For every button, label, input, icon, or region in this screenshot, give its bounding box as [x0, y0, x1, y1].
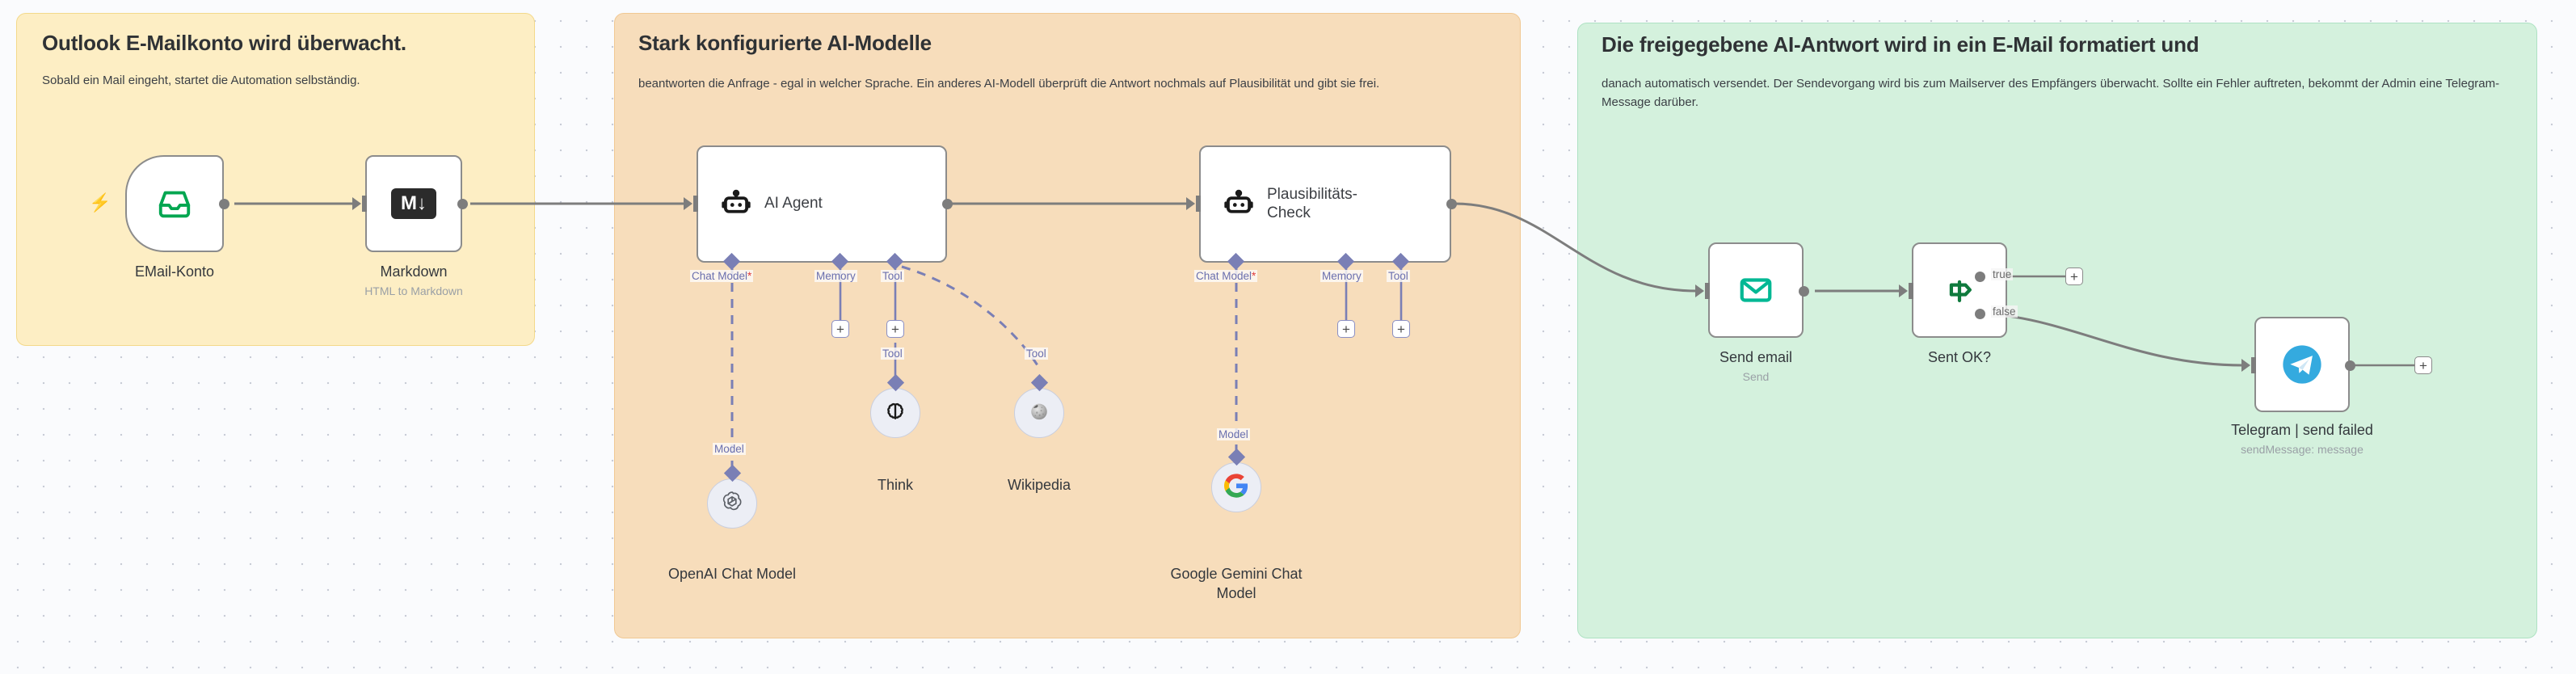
node-telegram-label: Telegram | send failed: [2231, 422, 2373, 438]
telegram-icon: [2280, 343, 2324, 386]
group-email-title: Die freigegebene AI-Antwort wird in ein …: [1602, 32, 2199, 57]
subnode-wikipedia-label: Wikipedia: [1007, 477, 1071, 493]
subnode-openai-chat-model[interactable]: [707, 478, 757, 529]
node-sent-ok-output-true-port[interactable]: [1975, 272, 1985, 282]
ai-agent-memory-add-button[interactable]: +: [831, 320, 849, 338]
group-outlook-description: Sobald ein Mail eingeht, startet die Aut…: [42, 74, 360, 87]
chat-model-text: Chat Model: [692, 270, 748, 282]
plausibility-input-arrow: [1186, 197, 1195, 210]
node-plausibility-check-title: Plausibilitäts- Check: [1267, 186, 1357, 223]
ai-agent-tool-label: Tool: [881, 270, 904, 282]
group-ai-description: beantworten die Anfrage - egal in welche…: [638, 77, 1380, 91]
think-tool-label: Tool: [881, 348, 904, 360]
node-telegram[interactable]: [2254, 317, 2350, 412]
markdown-input-arrow: [352, 197, 361, 210]
node-email-konto-label: EMail-Konto: [134, 263, 215, 280]
sent-ok-input-arrow: [1899, 284, 1908, 297]
subnode-gemini-label-line1: Google Gemini Chat: [1170, 566, 1303, 582]
node-telegram-input-port[interactable]: [2251, 357, 2256, 373]
node-sent-ok-label: Sent OK?: [1927, 349, 1992, 365]
node-ai-agent-output-port[interactable]: [942, 199, 953, 209]
node-telegram-output-port[interactable]: [2345, 360, 2355, 371]
plausibility-tool-label: Tool: [1387, 270, 1410, 282]
node-sent-ok-output-false-port[interactable]: [1975, 309, 1985, 319]
subnode-gemini-label-line2: Model: [1216, 585, 1256, 601]
subnode-openai-chat-model-label: OpenAI Chat Model: [667, 566, 797, 582]
telegram-add-button[interactable]: +: [2414, 356, 2432, 374]
group-ai-title: Stark konfigurierte AI-Modelle: [638, 31, 932, 55]
send-email-input-arrow: [1695, 284, 1704, 297]
node-markdown-label: Markdown: [380, 263, 448, 280]
required-asterisk: *: [747, 270, 752, 282]
openai-icon: [719, 489, 745, 519]
node-send-email-output-port[interactable]: [1799, 286, 1809, 297]
sent-ok-true-add-button[interactable]: +: [2065, 267, 2083, 285]
google-icon: [1224, 473, 1248, 502]
node-sent-ok[interactable]: [1912, 242, 2007, 338]
node-send-email-label: Send email: [1719, 349, 1793, 365]
telegram-input-arrow: [2241, 359, 2250, 372]
wikipedia-tool-label: Tool: [1025, 348, 1048, 360]
required-asterisk: *: [1252, 270, 1256, 282]
signpost-icon: [1942, 272, 1977, 308]
group-outlook-title: Outlook E-Mailkonto wird überwacht.: [42, 31, 406, 55]
node-plausibility-check[interactable]: Plausibilitäts- Check: [1199, 145, 1451, 263]
ai-agent-chat-model-label: Chat Model*: [690, 270, 754, 282]
wikipedia-icon: [1029, 401, 1050, 426]
brain-icon: [883, 399, 907, 428]
node-send-email[interactable]: [1708, 242, 1804, 338]
openai-model-label: Model: [713, 443, 746, 455]
inbox-icon: [156, 185, 193, 222]
group-email-description: danach automatisch versendet. Der Sendev…: [1602, 77, 2500, 110]
group-ai[interactable]: [614, 13, 1521, 638]
node-markdown[interactable]: M↓: [365, 155, 462, 252]
markdown-icon: M↓: [391, 188, 436, 219]
node-plausibility-input-port[interactable]: [1196, 196, 1201, 212]
sent-ok-false-label: false: [1991, 305, 2018, 318]
plausibility-memory-label: Memory: [1320, 270, 1363, 282]
node-email-konto[interactable]: [125, 155, 224, 252]
node-ai-agent-input-port[interactable]: [693, 196, 698, 212]
subnode-google-gemini-chat-model[interactable]: [1211, 462, 1261, 512]
plausibility-title-line2: Check: [1267, 204, 1311, 221]
node-markdown-input-port[interactable]: [362, 196, 367, 212]
node-sent-ok-input-port[interactable]: [1909, 283, 1913, 299]
node-email-konto-output-port[interactable]: [219, 199, 229, 209]
ai-agent-memory-label: Memory: [814, 270, 857, 282]
node-markdown-output-port[interactable]: [457, 199, 468, 209]
sent-ok-true-label: true: [1991, 268, 2014, 280]
ai-agent-input-arrow: [684, 197, 692, 210]
plausibility-chat-model-label: Chat Model*: [1194, 270, 1258, 282]
plausibility-memory-add-button[interactable]: +: [1337, 320, 1355, 338]
robot-icon: [1222, 187, 1256, 221]
node-plausibility-output-port[interactable]: [1446, 199, 1457, 209]
subnode-think[interactable]: [870, 388, 920, 438]
node-ai-agent-title: AI Agent: [764, 195, 823, 213]
node-telegram-subtitle: sendMessage: message: [2241, 443, 2363, 456]
node-send-email-subtitle: Send: [1742, 370, 1770, 383]
plausibility-title-line1: Plausibilitäts-: [1267, 185, 1357, 203]
node-send-email-input-port[interactable]: [1705, 283, 1710, 299]
envelope-icon: [1737, 272, 1774, 309]
subnode-wikipedia[interactable]: [1014, 388, 1064, 438]
subnode-think-label: Think: [877, 477, 913, 493]
plausibility-tool-add-button[interactable]: +: [1392, 320, 1410, 338]
robot-icon: [719, 187, 753, 221]
chat-model-text: Chat Model: [1196, 270, 1252, 282]
node-markdown-subtitle: HTML to Markdown: [364, 284, 463, 297]
trigger-bolt-icon: ⚡: [89, 192, 112, 213]
gemini-model-label: Model: [1217, 428, 1250, 440]
node-ai-agent[interactable]: AI Agent: [697, 145, 947, 263]
ai-agent-tool-add-button[interactable]: +: [886, 320, 904, 338]
